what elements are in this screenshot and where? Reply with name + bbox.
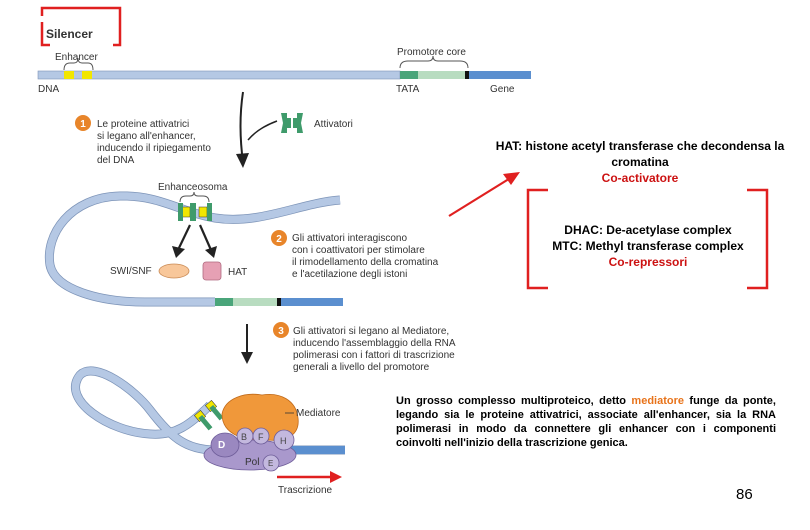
factor-d-label: D — [218, 440, 225, 451]
step-2-number: 2 — [276, 234, 282, 245]
activators-label: Attivatori — [314, 119, 353, 130]
mediator-label: Mediatore — [296, 408, 341, 419]
down-arrow-2-icon — [241, 324, 253, 364]
down-arrow-icon — [236, 91, 249, 168]
silencer-bracket — [40, 6, 122, 47]
step-2-text: Gli attivatori interagiscono con i coatt… — [292, 233, 441, 280]
transcription-arrow-icon — [277, 471, 342, 483]
hat-note: HAT: histone acetyl transferase che deco… — [470, 138, 810, 186]
pol-label: Pol — [245, 457, 259, 468]
enhanceosome-complex-icon — [178, 203, 212, 221]
hat-note-line-1: HAT: histone acetyl transferase che deco… — [495, 139, 785, 153]
enhancer-activators-bottom-icon — [194, 400, 224, 431]
pointer-arrow-icon — [448, 172, 520, 217]
step-1-text: Le proteine attivatrici si legano all'en… — [97, 119, 214, 166]
step-1-number: 1 — [80, 119, 86, 130]
factor-f-label: F — [258, 432, 264, 442]
promoter-brace — [399, 55, 469, 69]
mtc-line: MTC: Methyl transferase complex — [552, 239, 744, 253]
step-3-badge: 3 — [273, 322, 289, 338]
step-1-line-1: Le proteine attivatrici — [97, 119, 189, 130]
dna-label: DNA — [38, 84, 59, 95]
enhanceosome-brace — [179, 191, 210, 203]
step-1-line-3: inducendo il ripiegamento — [97, 143, 211, 154]
dna-loop-middle — [44, 191, 343, 307]
step-2-line-4: e l'acetilazione degli istoni — [292, 269, 407, 280]
split-arrows-icon — [172, 224, 217, 258]
activator-pointer — [247, 120, 278, 141]
factor-b-label: B — [241, 432, 247, 442]
factor-e-label: E — [268, 459, 273, 468]
step-3-line-2: inducendo l'assemblaggio della RNA — [293, 338, 456, 349]
step-1-line-2: si legano all'enhancer, — [97, 131, 196, 142]
enhancer-label: Enhancer — [55, 52, 98, 63]
step-3-number: 3 — [278, 326, 284, 337]
transcription-label: Trascrizione — [278, 485, 333, 496]
corepressor-bracket — [526, 188, 769, 290]
tata-label: TATA — [396, 84, 420, 95]
hat-complex-icon — [202, 261, 222, 281]
step-3-text: Gli attivatori si legano al Mediatore, i… — [293, 326, 458, 373]
step-3-line-1: Gli attivatori si legano al Mediatore, — [293, 326, 449, 337]
step-1-line-4: del DNA — [97, 155, 135, 166]
step-3-line-4: generali a livello del promotore — [293, 362, 430, 373]
polymerase-complex-icon — [203, 427, 297, 472]
hat-note-line-2: cromatina — [611, 155, 669, 169]
step-1-badge: 1 — [75, 115, 91, 131]
step-2-line-1: Gli attivatori interagiscono — [292, 233, 407, 244]
silencer-label: Silencer — [46, 27, 93, 41]
dna-strand-top — [37, 70, 531, 80]
corepressor-note: DHAC: De-acetylase complex MTC: Methyl t… — [528, 222, 768, 270]
step-2-line-2: con i coattivatori per stimolare — [292, 245, 425, 256]
step-2-badge: 2 — [271, 230, 287, 246]
step-2-line-3: il rimodellamento della cromatina — [292, 257, 439, 268]
coactivator-label: Co-activatore — [601, 171, 679, 185]
mediator-note-before: Un grosso complesso multiproteico, detto — [396, 395, 632, 407]
enhanceosome-label: Enhanceosoma — [158, 182, 228, 193]
corepressor-label: Co-repressori — [608, 255, 688, 269]
page-number: 86 — [736, 486, 753, 503]
mediator-note-highlight: mediatore — [631, 395, 684, 407]
dhac-line: DHAC: De-acetylase complex — [564, 223, 732, 237]
swi-snf-label: SWI/SNF — [110, 266, 152, 277]
gene-label: Gene — [490, 84, 515, 95]
factor-h-label: H — [280, 436, 287, 446]
hat-small-label: HAT — [228, 267, 247, 278]
swi-snf-complex-icon — [158, 263, 190, 279]
enhancer-brace — [63, 57, 94, 71]
activators-icon — [281, 113, 303, 133]
step-3-line-3: polimerasi con i fattori di trascrizione — [293, 350, 455, 361]
mediator-note-after: funge da ponte, legando sia le proteine … — [396, 395, 776, 449]
promoter-label: Promotore core — [397, 47, 466, 58]
mediator-note: Un grosso complesso multiproteico, detto… — [396, 394, 776, 450]
